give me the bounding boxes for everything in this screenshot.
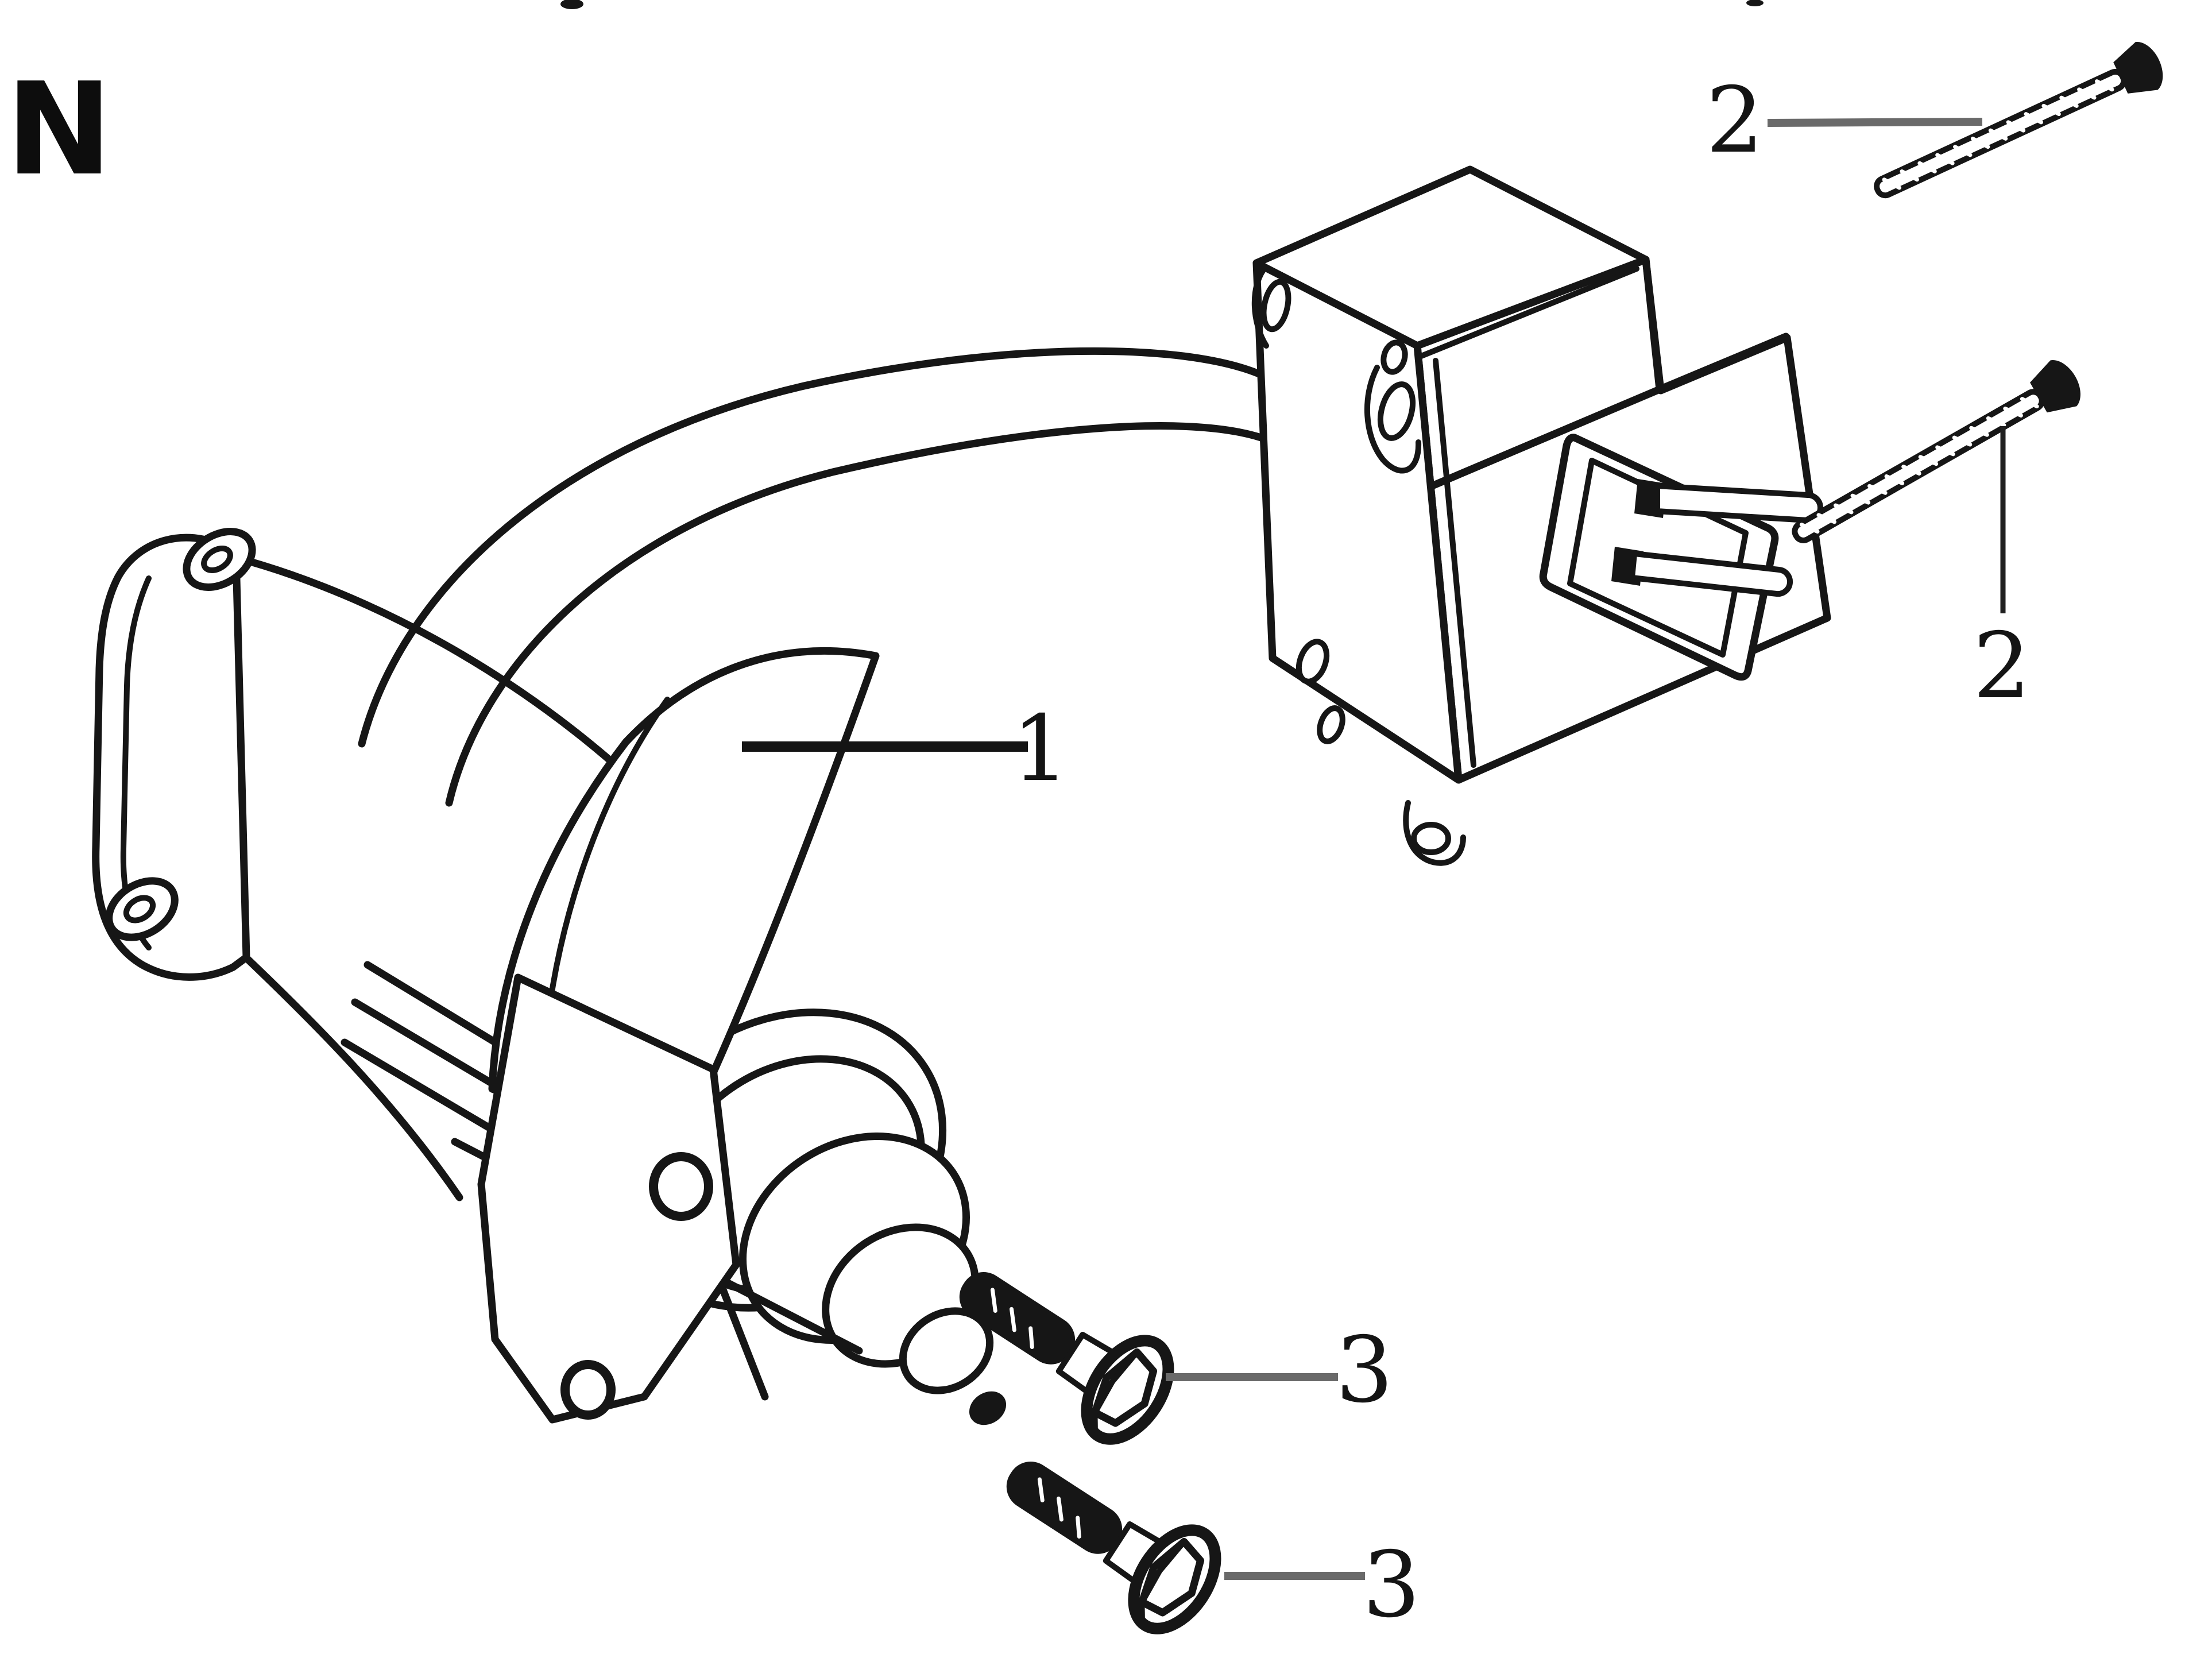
callout-label-3-lower: 3 xyxy=(1363,1532,1421,1638)
box-mounting-ears xyxy=(1251,267,1466,866)
scan-artifact-marks xyxy=(560,0,1764,9)
shaft-end xyxy=(969,1391,1007,1425)
starter-motor-assembly-drawing xyxy=(92,528,1007,1425)
flange-bolt-hole-upper xyxy=(649,1152,713,1221)
screw-head xyxy=(2113,41,2163,94)
connector-socket xyxy=(1539,434,1823,681)
through-bolt-ear-bottom xyxy=(105,877,179,941)
motor-body-bottom-contour xyxy=(242,954,463,1201)
relay-connector-box-drawing xyxy=(1251,165,1831,866)
callout-label-2-right: 2 xyxy=(1973,613,2031,719)
long-screw-upper-drawing xyxy=(1874,41,2163,199)
flange-bolt-upper-drawing xyxy=(959,1272,1174,1445)
solenoid-cable-drawing xyxy=(358,347,1265,807)
through-bolt-ear-top xyxy=(183,528,256,591)
connector-pin-lower xyxy=(1629,551,1793,597)
section-letter: N xyxy=(6,56,113,204)
flange-bolt-lower-drawing xyxy=(1006,1462,1221,1634)
flange-bolt-hole-lower xyxy=(560,1360,616,1420)
long-screw-lower-drawing xyxy=(1792,360,2080,543)
callout-label-1: 1 xyxy=(1012,696,1070,802)
callout-label-3-upper: 3 xyxy=(1336,1317,1394,1423)
callout-label-2-top: 2 xyxy=(1706,68,1764,173)
motor-body-top-contour xyxy=(232,554,659,805)
leader-line-2-top xyxy=(1767,118,1983,127)
bolt-hex-head xyxy=(1091,1348,1158,1427)
bolt-hex-head xyxy=(1138,1537,1205,1617)
motor-end-cap xyxy=(92,534,250,981)
mounting-strap xyxy=(488,647,880,1111)
screw-head xyxy=(2030,360,2080,413)
